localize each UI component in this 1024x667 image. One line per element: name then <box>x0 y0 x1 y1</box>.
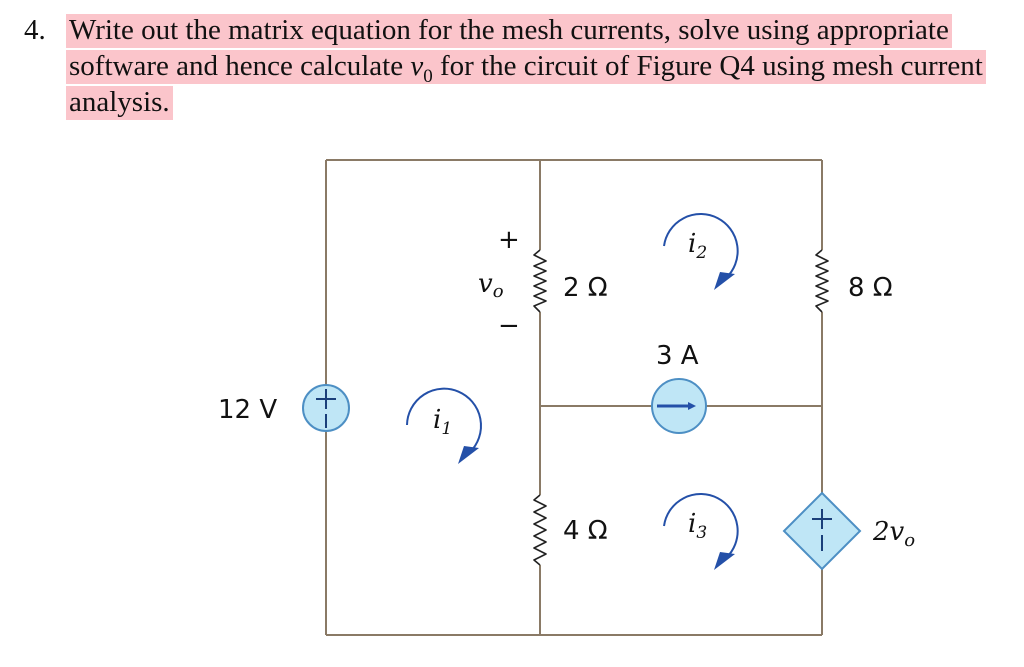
label-vo: vo <box>478 269 504 302</box>
mesh-arrow-i1 <box>406 387 482 453</box>
question-number: 4. <box>24 14 46 46</box>
label-2-ohm: 2 Ω <box>563 273 608 303</box>
label-3a: 3 A <box>656 341 699 371</box>
voltage-source-12v <box>302 384 350 432</box>
mesh-arrowhead-i1 <box>458 446 479 464</box>
label-4-ohm: 4 Ω <box>563 516 608 546</box>
question-text-before: Write out the matrix equation for the me… <box>69 14 949 82</box>
resistor-8-ohm <box>815 249 829 313</box>
mesh-arrowhead-i3 <box>714 552 735 570</box>
resistor-2-ohm <box>533 249 547 313</box>
dependent-voltage-source <box>782 491 862 571</box>
question-text: Write out the matrix equation for the me… <box>66 12 1011 120</box>
mesh-arrowhead-i2 <box>714 272 735 290</box>
resistor-4-ohm <box>533 494 547 566</box>
vo-plus-sign: + <box>498 225 520 255</box>
label-mesh-i3: i3 <box>688 509 707 543</box>
mesh-arrow-i2 <box>663 213 739 279</box>
question-variable-subscript: 0 <box>423 65 433 87</box>
label-8-ohm: 8 Ω <box>848 273 893 303</box>
vo-minus-sign: − <box>498 311 520 341</box>
current-source-3a <box>651 378 707 434</box>
label-mesh-i2: i2 <box>688 229 707 263</box>
label-12v: 12 V <box>218 395 277 425</box>
mesh-arrow-i3 <box>663 493 739 559</box>
question-variable: v <box>410 50 424 82</box>
label-mesh-i1: i1 <box>433 405 452 439</box>
label-dependent-source: 2vo <box>872 517 915 551</box>
question-text-after: for the circuit of Figure Q4 using mesh … <box>69 50 983 118</box>
